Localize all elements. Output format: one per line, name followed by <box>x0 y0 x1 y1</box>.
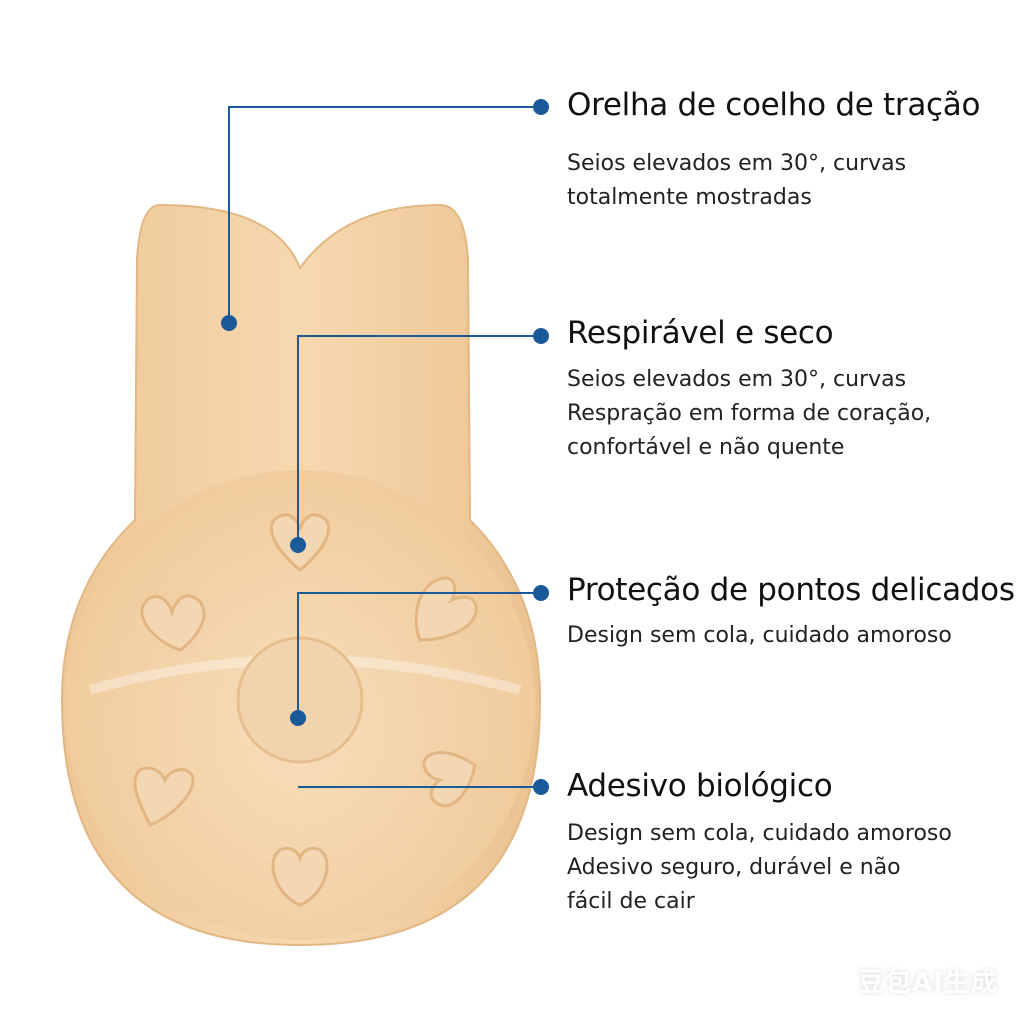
feature-title-breathable: Respirável e seco <box>567 315 834 351</box>
desc-line: Adesivo seguro, durável e não <box>567 855 901 880</box>
desc-line: Respração em forma de coração, <box>567 401 932 426</box>
heart-vents <box>133 513 478 907</box>
feature-desc-breathable: Seios elevados em 30°, curvas Respração … <box>567 363 931 465</box>
feature-desc-adhesive: Design sem cola, cuidado amoroso Adesivo… <box>567 817 952 919</box>
desc-line: totalmente mostradas <box>567 185 812 210</box>
feature-title-pull-ears: Orelha de coelho de tração <box>567 87 981 123</box>
center-pad <box>236 636 364 764</box>
feature-title-protection: Proteção de pontos delicados <box>567 572 1015 608</box>
desc-line: fácil de cair <box>567 889 695 914</box>
feature-desc-pull-ears: Seios elevados em 30°, curvas totalmente… <box>567 147 906 215</box>
desc-line: Seios elevados em 30°, curvas <box>567 367 907 392</box>
feature-title-adhesive: Adesivo biológico <box>567 768 833 804</box>
desc-line: confortável e não quente <box>567 435 845 460</box>
callout-lines <box>228 106 541 788</box>
desc-line: Design sem cola, cuidado amoroso <box>567 623 952 648</box>
feature-desc-protection: Design sem cola, cuidado amoroso <box>567 619 952 653</box>
callout-dots <box>221 99 549 795</box>
desc-line: Seios elevados em 30°, curvas <box>567 151 907 176</box>
desc-line: Design sem cola, cuidado amoroso <box>567 821 952 846</box>
bunny-pad <box>60 203 542 947</box>
watermark: 豆包AI生成 <box>858 968 998 998</box>
